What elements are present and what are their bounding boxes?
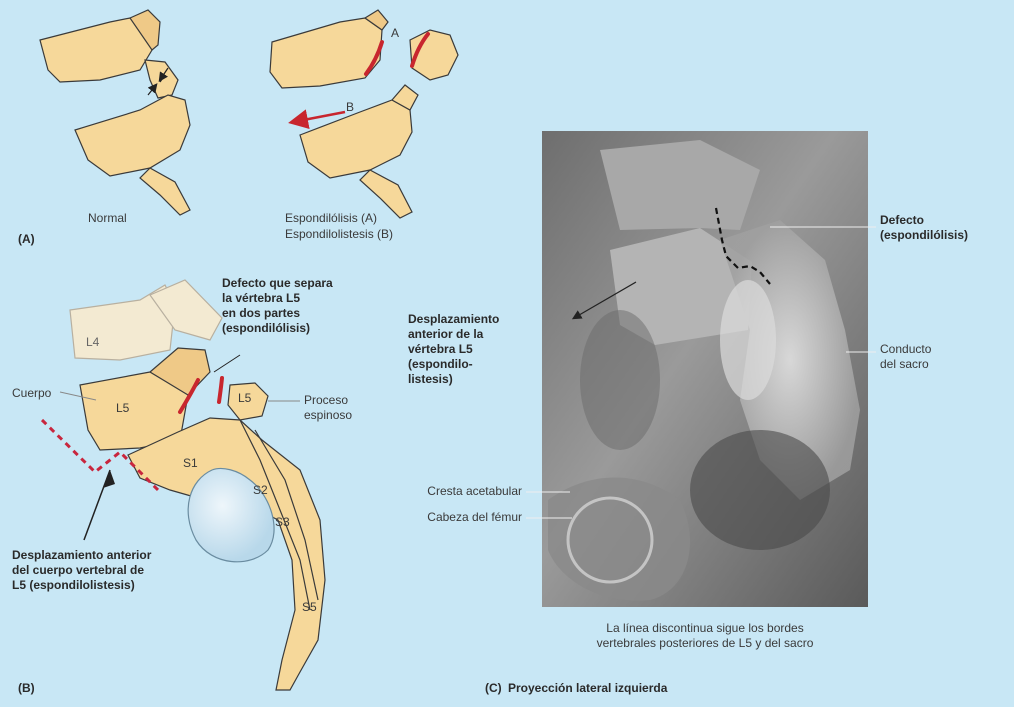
spondylolysis-vertebrae-drawing — [270, 10, 458, 218]
xray-image — [542, 131, 868, 607]
cresta-label: Cresta acetabular — [370, 484, 522, 499]
xray-caption: La línea discontinua sigue los bordes ve… — [542, 621, 868, 651]
l5-body-label: L5 — [116, 401, 129, 416]
defect-title: Defecto que separa la vértebra L5 en dos… — [222, 276, 333, 336]
desplazamiento-b-label: Desplazamiento anterior del cuerpo verte… — [12, 548, 151, 593]
s5-label: S5 — [302, 600, 317, 615]
spondylolysis-caption: Espondilólisis (A) — [285, 211, 377, 226]
defecto-label: Defecto (espondilólisis) — [880, 213, 968, 243]
l4-label: L4 — [86, 335, 99, 350]
panel-c-title: Proyección lateral izquierda — [508, 681, 667, 696]
s2-label: S2 — [253, 483, 268, 498]
normal-vertebrae-drawing — [40, 10, 190, 215]
normal-caption: Normal — [88, 211, 127, 226]
s1-label: S1 — [183, 456, 198, 471]
cuerpo-label: Cuerpo — [12, 386, 51, 401]
spondylolisthesis-caption: Espondilolistesis (B) — [285, 227, 393, 242]
marker-b: B — [346, 100, 354, 115]
conducto-label: Conducto del sacro — [880, 342, 931, 372]
l5-posterior-label: L5 — [238, 391, 251, 406]
displacement-arrow-head — [103, 470, 115, 488]
marker-a: A — [391, 26, 399, 41]
defect-leader-b — [214, 355, 240, 372]
proceso-label: Proceso espinoso — [304, 393, 352, 423]
desplazamiento-c-label: Desplazamiento anterior de la vértebra L… — [408, 312, 499, 387]
s3-label: S3 — [275, 515, 290, 530]
panel-c-tag: (C) — [485, 681, 502, 696]
cabeza-label: Cabeza del fémur — [370, 510, 522, 525]
panel-b-tag: (B) — [18, 681, 35, 696]
defect-line-b-right — [219, 378, 222, 402]
panel-a-tag: (A) — [18, 232, 35, 247]
